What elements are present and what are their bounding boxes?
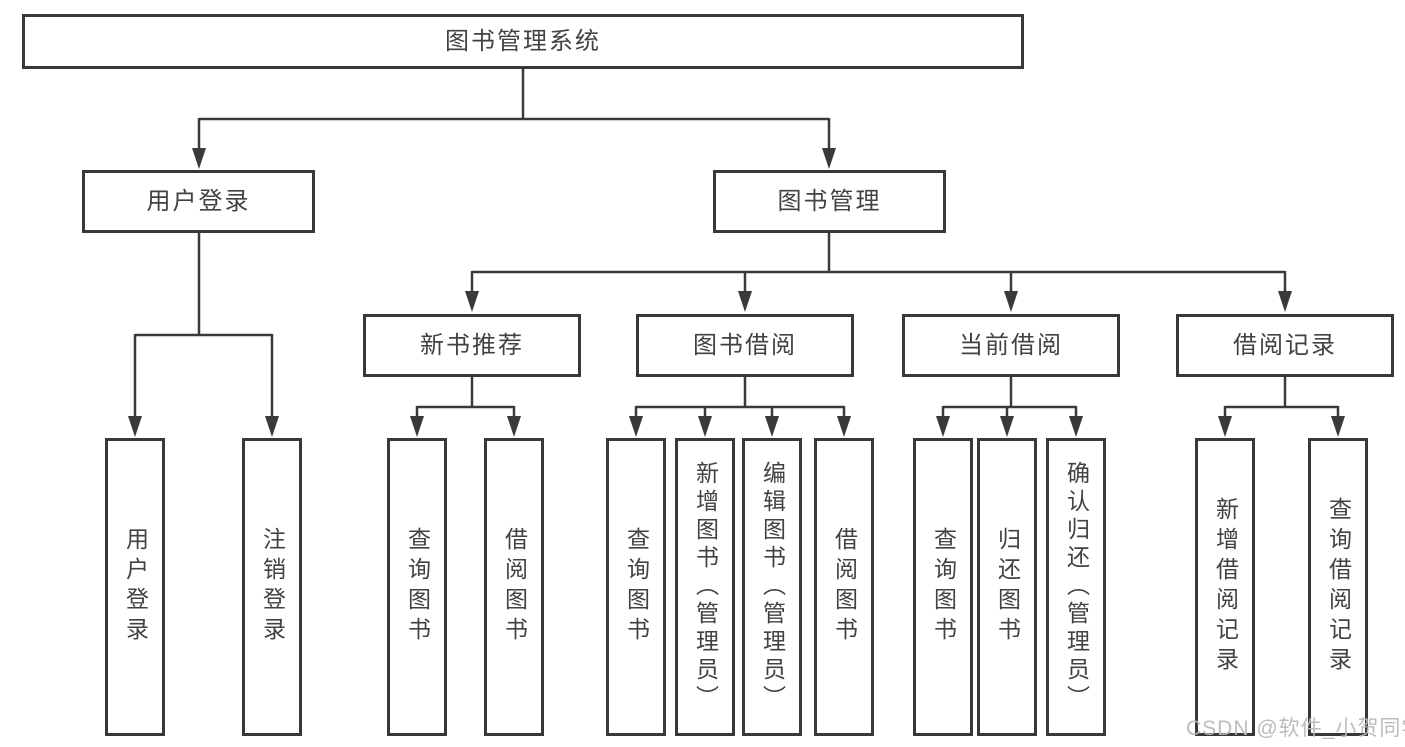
leaf-return-book: 归还图书 — [977, 438, 1037, 736]
leaf-query-borrow-record: 查询借阅记录 — [1308, 438, 1368, 736]
node-root: 图书管理系统 — [22, 14, 1024, 69]
leaf-query-books-recommend: 查询图书 — [387, 438, 447, 736]
leaf-add-book-admin: 新增图书（管理员） — [675, 438, 735, 736]
connector-new-book-recommend-group — [410, 377, 521, 437]
node-book-borrow: 图书借阅 — [636, 314, 854, 377]
node-borrow-records: 借阅记录 — [1176, 314, 1394, 377]
leaf-edit-book-admin: 编辑图书（管理员） — [742, 438, 802, 736]
leaf-confirm-return-admin: 确认归还（管理员） — [1046, 438, 1106, 736]
csdn-watermark: CSDN @软件_小贺同学 — [1186, 717, 1405, 740]
node-current-borrow: 当前借阅 — [902, 314, 1120, 377]
connector-current-borrow-group — [936, 377, 1083, 437]
connector-book-borrow-group — [629, 377, 851, 437]
leaf-user-login: 用户登录 — [105, 438, 165, 736]
leaf-borrow-books-borrow: 借阅图书 — [814, 438, 874, 736]
leaf-add-borrow-record: 新增借阅记录 — [1195, 438, 1255, 736]
connector-root-to-level2 — [192, 69, 836, 169]
connector-book-management-to-level3 — [465, 233, 1292, 312]
leaf-query-books-borrow: 查询图书 — [606, 438, 666, 736]
node-user-login: 用户登录 — [82, 170, 315, 233]
leaf-query-books-current: 查询图书 — [913, 438, 973, 736]
node-book-management: 图书管理 — [713, 170, 946, 233]
connector-borrow-records-group — [1218, 377, 1345, 437]
connector-user-login-group — [128, 233, 279, 437]
leaf-logout: 注销登录 — [242, 438, 302, 736]
leaf-borrow-books-recommend: 借阅图书 — [484, 438, 544, 736]
node-new-book-recommend: 新书推荐 — [363, 314, 581, 377]
